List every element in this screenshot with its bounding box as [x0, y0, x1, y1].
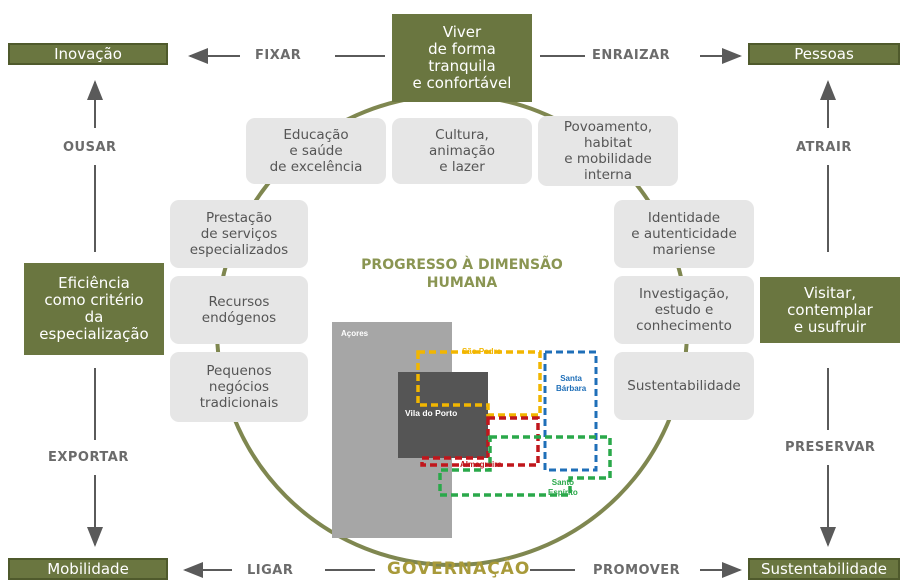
corner-mobilidade: Mobilidade [8, 558, 168, 580]
governance-label: GOVERNAÇÃO [387, 559, 531, 579]
verb-atrair: ATRAIR [796, 140, 852, 155]
box-recursos: Recursos endógenos [170, 276, 308, 344]
vila-do-porto-region [398, 372, 488, 458]
box-povoamento: Povoamento, habitat e mobilidade interna [538, 116, 678, 186]
center-title: PROGRESSO À DIMENSÃO HUMANA [361, 257, 563, 291]
label-vila-do-porto: Vila do Porto [405, 408, 458, 418]
box-investigacao: Investigação, estudo e conhecimento [614, 276, 754, 344]
verb-exportar: EXPORTAR [48, 450, 129, 465]
box-pequenos: Pequenos negócios tradicionais [170, 352, 308, 422]
label-santo-espirito: Santo Espírito [548, 478, 578, 497]
santa-barbara-outline [543, 350, 598, 472]
box-visitar: Visitar, contemplar e usufruir [760, 277, 900, 343]
box-prestacao: Prestação de serviços especializados [170, 200, 308, 268]
label-almagreira: Almagreira [460, 460, 502, 469]
box-viver: Viver de forma tranquila e confortável [392, 14, 532, 102]
verb-preservar: PRESERVAR [785, 440, 876, 455]
almagreira-outline [420, 416, 540, 467]
label-santa-barbara: Santa Bárbara [556, 374, 587, 393]
label-sao-pedro: São Pedro [462, 347, 502, 356]
box-educacao: Educação e saúde de excelência [246, 118, 386, 184]
corner-inovacao: Inovação [8, 43, 168, 65]
label-acores: Açores [341, 329, 369, 338]
verb-promover: PROMOVER [593, 563, 681, 578]
sao-pedro-outline [416, 350, 542, 417]
box-eficiencia: Eficiência como critério da especializaç… [24, 263, 164, 355]
corner-pessoas: Pessoas [748, 43, 900, 65]
box-sustentabilidade: Sustentabilidade [614, 352, 754, 420]
box-cultura: Cultura, animação e lazer [392, 118, 532, 184]
corner-sustentabilidade: Sustentabilidade [748, 558, 900, 580]
box-identidade: Identidade e autenticidade mariense [614, 200, 754, 268]
verb-fixar: FIXAR [255, 48, 302, 63]
verb-ligar: LIGAR [247, 563, 294, 578]
verb-ousar: OUSAR [63, 140, 117, 155]
santo-espirito-outline [438, 435, 612, 497]
verb-enraizar: ENRAIZAR [592, 48, 671, 63]
